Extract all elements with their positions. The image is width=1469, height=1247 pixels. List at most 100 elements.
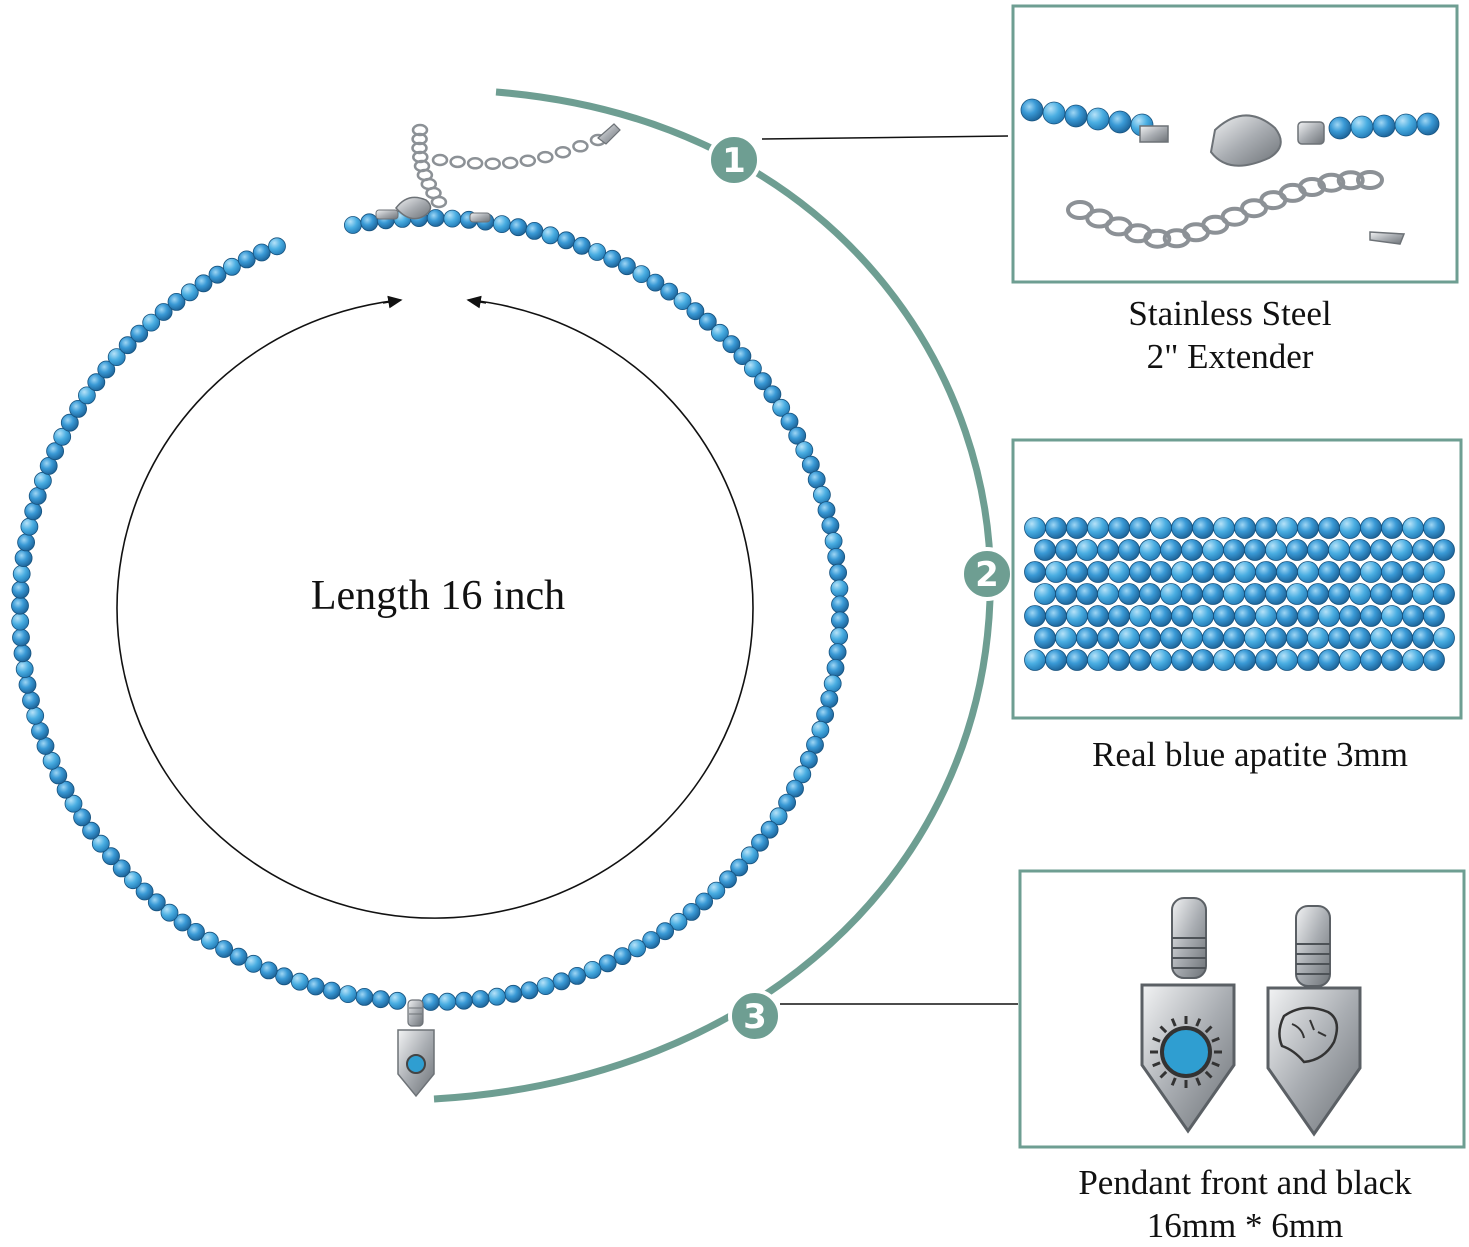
bead xyxy=(572,236,591,255)
bead xyxy=(1160,583,1182,605)
bead xyxy=(371,990,390,1009)
bead xyxy=(130,324,149,343)
bead xyxy=(504,984,523,1003)
bead xyxy=(215,940,234,958)
bead xyxy=(769,807,788,826)
bead xyxy=(583,961,602,979)
bead xyxy=(786,779,804,798)
caption-pendant: Pendant front and black 16mm * 6mm xyxy=(1030,1161,1460,1247)
bead xyxy=(1171,605,1193,627)
bead xyxy=(1255,561,1277,583)
callout-leader-1 xyxy=(761,135,1009,140)
bead xyxy=(778,793,796,812)
bead xyxy=(820,690,839,708)
bead xyxy=(1213,649,1235,671)
bead xyxy=(1150,649,1172,671)
bead xyxy=(1412,539,1434,561)
bead xyxy=(656,922,674,941)
bead xyxy=(1181,627,1203,649)
bead xyxy=(1276,649,1298,671)
bead xyxy=(142,313,161,332)
bead xyxy=(306,977,325,996)
bead xyxy=(487,987,506,1006)
bead xyxy=(682,903,701,921)
bead xyxy=(1402,649,1424,671)
bead xyxy=(698,312,717,331)
bead xyxy=(1349,627,1371,649)
bead xyxy=(1087,561,1109,583)
bead xyxy=(552,972,571,991)
bead xyxy=(1328,627,1350,649)
necklace-pendant xyxy=(397,999,435,1098)
bead xyxy=(1066,649,1088,671)
bead xyxy=(827,548,846,566)
bead xyxy=(1423,517,1445,539)
bead xyxy=(1223,539,1245,561)
bead xyxy=(763,385,782,404)
bead xyxy=(1433,583,1455,605)
bead xyxy=(1276,561,1298,583)
bead xyxy=(695,892,713,911)
bead xyxy=(1307,583,1329,605)
bead xyxy=(733,347,752,366)
bead xyxy=(1045,561,1067,583)
bead xyxy=(259,961,278,980)
bead xyxy=(1318,605,1340,627)
bead xyxy=(1307,539,1329,561)
bead xyxy=(135,882,154,901)
bead xyxy=(686,302,705,321)
bead xyxy=(1055,583,1077,605)
bead xyxy=(322,981,341,1000)
bead xyxy=(1024,649,1046,671)
bead xyxy=(11,596,29,615)
caption-pendant-line-2: 16mm * 6mm xyxy=(1146,1206,1344,1245)
detail-panel-beads xyxy=(1011,438,1463,720)
bead xyxy=(1286,627,1308,649)
bead xyxy=(107,348,126,367)
bead xyxy=(1318,649,1340,671)
bead xyxy=(826,659,845,677)
bead xyxy=(1234,605,1256,627)
bead xyxy=(24,502,43,521)
bead xyxy=(1181,583,1203,605)
bead xyxy=(78,386,96,405)
bead xyxy=(14,549,33,567)
bead xyxy=(793,765,812,784)
bead xyxy=(443,209,462,228)
bead xyxy=(60,413,79,432)
bead xyxy=(1213,605,1235,627)
bead xyxy=(509,218,528,237)
bead xyxy=(1064,104,1088,128)
bead xyxy=(673,292,692,311)
bead xyxy=(492,215,511,234)
bead xyxy=(1139,583,1161,605)
bead xyxy=(760,820,779,839)
bead xyxy=(252,243,271,262)
bead xyxy=(1360,517,1382,539)
bead xyxy=(821,516,840,535)
bead xyxy=(471,990,490,1008)
bead xyxy=(11,612,30,631)
bead xyxy=(1042,101,1066,125)
bead xyxy=(208,265,227,284)
bead xyxy=(1129,605,1151,627)
bead xyxy=(1276,517,1298,539)
bead xyxy=(1360,605,1382,627)
bead xyxy=(82,821,100,840)
detail-panel-pendant xyxy=(1018,869,1466,1149)
detail-panel-extender xyxy=(1011,4,1459,284)
bead xyxy=(1202,627,1224,649)
bead xyxy=(1118,583,1140,605)
bead xyxy=(1192,649,1214,671)
bead xyxy=(1265,583,1287,605)
bead xyxy=(1171,517,1193,539)
bead xyxy=(1318,561,1340,583)
bead xyxy=(53,427,72,446)
bead xyxy=(1024,605,1046,627)
bead xyxy=(34,471,52,490)
bead xyxy=(1108,110,1132,134)
bead xyxy=(28,487,47,505)
bead xyxy=(244,954,263,973)
bead xyxy=(1370,539,1392,561)
bead xyxy=(97,360,116,379)
